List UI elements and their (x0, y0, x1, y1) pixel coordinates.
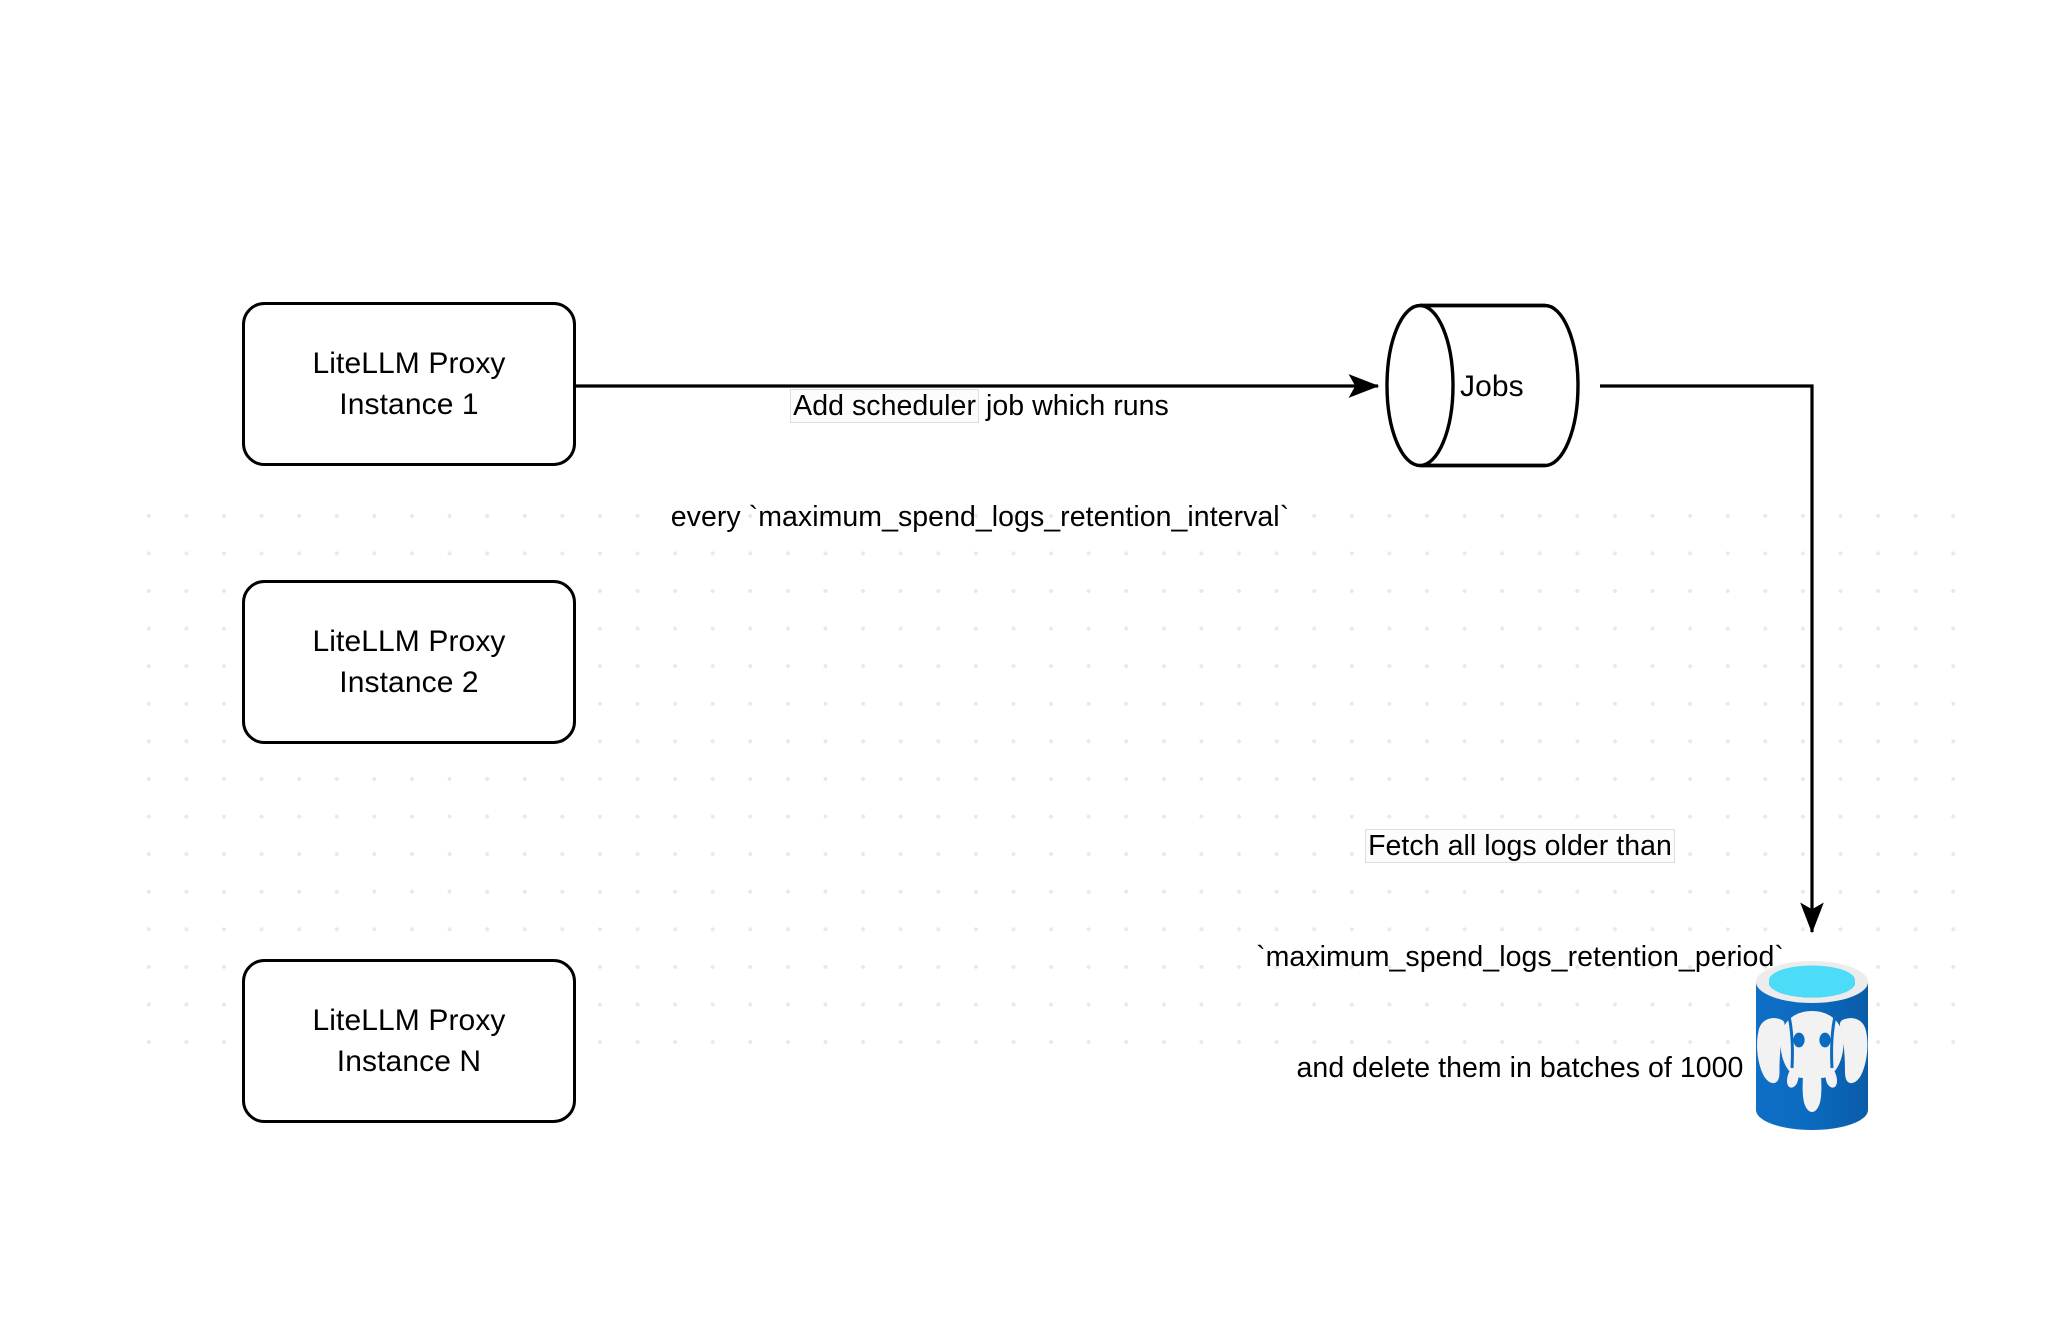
edge-label-2-line3: and delete them in batches of 1000 (1296, 1052, 1744, 1084)
edge-proxy1-to-jobs-label: Add scheduler job which runs every `maxi… (610, 314, 1350, 610)
node-proxy-instance-2-shape[interactable] (242, 580, 576, 744)
edge-label-line1-rest: job which runs (978, 390, 1169, 422)
postgres-elephant-lines (1787, 1015, 1837, 1069)
edge-label-highlight-2: Fetch all logs older than (1366, 830, 1674, 862)
node-postgres-database-icon[interactable] (1756, 961, 1868, 1130)
postgres-elephant-glyph (1757, 1011, 1868, 1112)
postgres-elephant-eyes (1793, 1032, 1831, 1048)
node-proxy-instance-n-shape[interactable] (242, 959, 576, 1123)
node-proxy-instance-1-shape[interactable] (242, 302, 576, 466)
edge-label-2-line2: `maximum_spend_logs_retention_period` (1256, 941, 1784, 973)
edge-jobs-to-postgres-label: Fetch all logs older than `maximum_spend… (1240, 754, 1800, 1161)
node-jobs-cylinder-shape[interactable] (1385, 303, 1580, 468)
edge-label-highlight-1: Add scheduler (791, 390, 978, 422)
edge-jobs-to-postgres-line (1600, 384, 1824, 934)
node-jobs-label: Jobs (1460, 370, 1524, 403)
edge-label-line2: every `maximum_spend_logs_retention_inte… (670, 501, 1290, 533)
